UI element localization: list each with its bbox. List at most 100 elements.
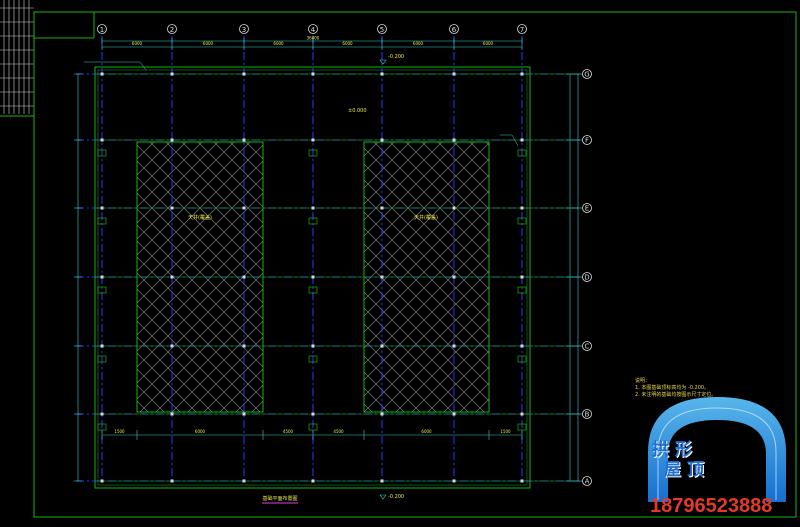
axis-bubble — [582, 409, 592, 419]
column-marker — [170, 138, 174, 142]
dimension-text-bottom: 4500 — [283, 429, 294, 434]
column-marker — [170, 479, 174, 483]
axis-bubble — [582, 203, 592, 213]
dimension-text-top: 6000 — [413, 41, 424, 46]
column-marker — [170, 412, 174, 416]
axis-bubble — [97, 24, 107, 34]
column-marker — [311, 344, 315, 348]
hatched-area-label-right: 天井(覆盖) — [414, 214, 438, 221]
column-marker — [170, 72, 174, 76]
axis-number-label: 7 — [520, 26, 524, 34]
column-marker — [170, 344, 174, 348]
axis-bubble — [582, 272, 592, 282]
column-marker — [242, 479, 246, 483]
axis-bubble — [239, 24, 249, 34]
axis-letter-label: F — [585, 137, 589, 145]
note-line-1: 1. 本图基础顶标高均为 -0.200。 — [635, 385, 710, 391]
column-marker — [311, 412, 315, 416]
column-marker — [452, 138, 456, 142]
column-marker — [452, 479, 456, 483]
axis-number-label: 6 — [452, 26, 457, 34]
callout-leader — [84, 61, 147, 71]
outer-frame — [33, 11, 797, 518]
title-bar-edge — [0, 12, 35, 117]
axis-bubble — [449, 24, 459, 34]
watermark-text: 拱形 屋顶 — [652, 440, 792, 480]
axis-letter-label: A — [585, 478, 590, 486]
dimension-text-top: 6000 — [203, 41, 214, 46]
column-marker — [520, 138, 524, 142]
column-marker — [520, 344, 524, 348]
axis-number-label: 2 — [170, 26, 174, 34]
column-marker — [242, 138, 246, 142]
column-marker — [380, 138, 384, 142]
column-marker — [100, 479, 104, 483]
dimension-text-top: 6000 — [132, 41, 143, 46]
column-marker — [520, 412, 524, 416]
foundation-tag — [97, 149, 107, 157]
axis-bubble — [517, 24, 527, 34]
column-marker — [520, 479, 524, 483]
column-marker — [242, 412, 246, 416]
column-marker — [100, 72, 104, 76]
column-marker — [242, 206, 246, 210]
foundation-tag — [517, 355, 527, 363]
elevation-marker-bottom — [379, 494, 387, 500]
axis-bubble — [582, 135, 592, 145]
arch-roof-logo-icon — [648, 397, 786, 502]
column-marker — [170, 275, 174, 279]
foundation-tag — [97, 355, 107, 363]
column-marker — [242, 344, 246, 348]
axis-bubble — [582, 341, 592, 351]
foundation-tag — [517, 217, 527, 225]
column-marker — [452, 206, 456, 210]
column-marker — [100, 344, 104, 348]
column-marker — [452, 344, 456, 348]
elevation-text-bottom: -0.200 — [388, 494, 404, 500]
axis-bubble — [167, 24, 177, 34]
column-marker — [311, 138, 315, 142]
column-marker — [100, 206, 104, 210]
axis-number-label: 4 — [311, 26, 316, 34]
column-marker — [311, 72, 315, 76]
column-marker — [170, 206, 174, 210]
foundation-tag — [97, 217, 107, 225]
axis-letter-label: B — [585, 411, 590, 419]
foundation-tag — [308, 286, 318, 294]
watermark-line-2: 屋顶 — [664, 460, 710, 480]
foundation-tag — [308, 217, 318, 225]
column-marker — [100, 275, 104, 279]
column-marker — [452, 275, 456, 279]
dimension-text-top: 6000 — [273, 41, 284, 46]
axis-bubble — [582, 69, 592, 79]
hatched-area-label-left: 天井(覆盖) — [188, 214, 212, 221]
column-marker — [520, 72, 524, 76]
watermark-phone: 18796523888 — [650, 495, 773, 517]
note-line-2: 2. 未注明的基础均按图示尺寸定位。 — [635, 392, 717, 398]
column-marker — [311, 479, 315, 483]
foundation-tag — [308, 149, 318, 157]
column-marker — [100, 412, 104, 416]
column-marker — [380, 344, 384, 348]
axis-number-label: 3 — [242, 26, 246, 34]
dimension-text-top: 6000 — [483, 41, 494, 46]
drawing-title: 基础平面布置图 — [262, 495, 297, 502]
foundation-tag — [308, 355, 318, 363]
axis-letter-label: E — [585, 205, 589, 213]
dimension-text-bottom: 6000 — [421, 429, 432, 434]
foundation-tag — [517, 149, 527, 157]
column-marker — [380, 72, 384, 76]
callout-leader — [500, 134, 519, 147]
watermark-line-1: 拱形 — [652, 440, 698, 460]
notes-title: 说明： — [635, 378, 651, 384]
column-marker — [242, 275, 246, 279]
axis-letter-label: G — [584, 71, 589, 79]
elevation-marker-top — [379, 59, 387, 65]
axis-letter-label: D — [584, 274, 589, 282]
column-marker — [311, 206, 315, 210]
column-marker — [520, 206, 524, 210]
axis-letter-label: C — [585, 343, 590, 351]
dimension-text-bottom: 6000 — [195, 429, 206, 434]
